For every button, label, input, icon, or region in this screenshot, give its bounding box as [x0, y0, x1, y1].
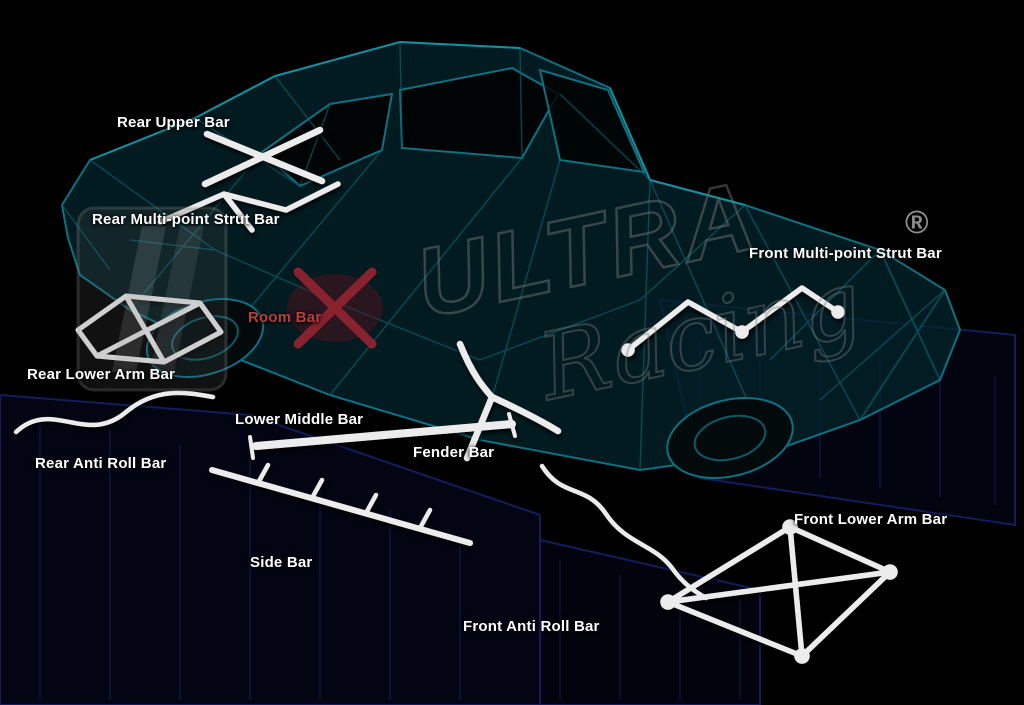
label-room-bar: Room Bar — [248, 309, 322, 326]
label-side-bar: Side Bar — [250, 554, 313, 571]
rear-upper-bar-graphic — [201, 126, 326, 188]
label-front-lower-arm-bar: Front Lower Arm Bar — [794, 511, 948, 528]
rear-lower-arm-bar-graphic — [75, 293, 224, 365]
label-front-anti-roll-bar: Front Anti Roll Bar — [463, 618, 600, 635]
label-rear-anti-roll-bar: Rear Anti Roll Bar — [35, 455, 167, 472]
label-fender-bar: Fender Bar — [413, 444, 495, 461]
front-lower-arm-bar-graphic — [660, 519, 898, 664]
lower-middle-bar-graphic — [248, 412, 517, 460]
rear-anti-roll-bar-graphic — [13, 390, 216, 435]
front-multi-point-strut-bar-graphic — [621, 285, 845, 357]
label-front-multi-point-strut-bar: Front Multi-point Strut Bar — [749, 245, 942, 262]
label-lower-middle-bar: Lower Middle Bar — [235, 411, 364, 428]
fender-bar-graphic — [456, 340, 562, 462]
registered-trademark: ® — [905, 204, 929, 240]
label-rear-multi-point-strut-bar: Rear Multi-point Strut Bar — [92, 211, 280, 228]
brand-logo-mark — [76, 206, 228, 392]
product-bars — [13, 126, 898, 664]
room-bar-graphic — [293, 267, 377, 349]
label-rear-upper-bar: Rear Upper Bar — [117, 114, 230, 131]
rear-multi-point-strut-bar-graphic — [157, 181, 341, 233]
side-bar-graphic — [209, 462, 473, 546]
label-rear-lower-arm-bar: Rear Lower Arm Bar — [27, 366, 176, 383]
front-anti-roll-bar-graphic — [539, 463, 709, 601]
